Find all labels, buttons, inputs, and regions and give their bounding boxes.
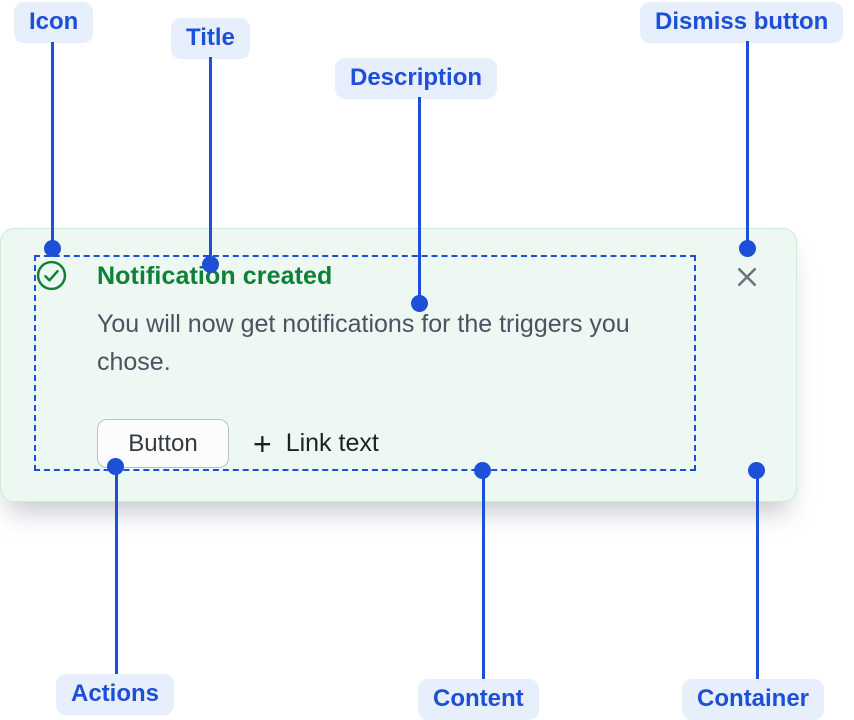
connector-line-actions xyxy=(115,466,118,674)
connector-dot-actions xyxy=(107,458,124,475)
annotation-label-icon: Icon xyxy=(14,2,94,43)
action-link[interactable]: + Link text xyxy=(253,428,379,460)
notification-description: You will now get notifications for the t… xyxy=(97,310,630,376)
action-link-label: Link text xyxy=(285,429,379,457)
check-circle-icon xyxy=(36,260,67,291)
connector-line-title xyxy=(209,57,212,264)
annotation-label-title: Title xyxy=(171,18,250,59)
dismiss-button[interactable] xyxy=(730,261,764,295)
action-button[interactable]: Button xyxy=(97,419,229,468)
notification-actions: Button + Link text xyxy=(97,419,379,468)
connector-dot-container xyxy=(748,462,765,479)
annotation-label-actions: Actions xyxy=(56,674,175,715)
plus-icon: + xyxy=(253,425,272,462)
connector-line-container xyxy=(756,470,759,679)
annotation-label-dismiss-button: Dismiss button xyxy=(640,2,844,43)
connector-dot-description xyxy=(411,295,428,312)
connector-dot-title xyxy=(202,256,219,273)
close-icon xyxy=(732,267,762,295)
annotation-label-container: Container xyxy=(682,679,825,720)
connector-line-dismiss-button xyxy=(746,41,749,248)
connector-dot-icon xyxy=(44,240,61,257)
connector-line-icon xyxy=(51,42,54,248)
connector-dot-content xyxy=(474,462,491,479)
connector-dot-dismiss-button xyxy=(739,240,756,257)
connector-line-content xyxy=(482,470,485,679)
annotation-label-description: Description xyxy=(335,58,498,99)
connector-line-description xyxy=(418,97,421,303)
annotation-label-content: Content xyxy=(418,679,539,720)
